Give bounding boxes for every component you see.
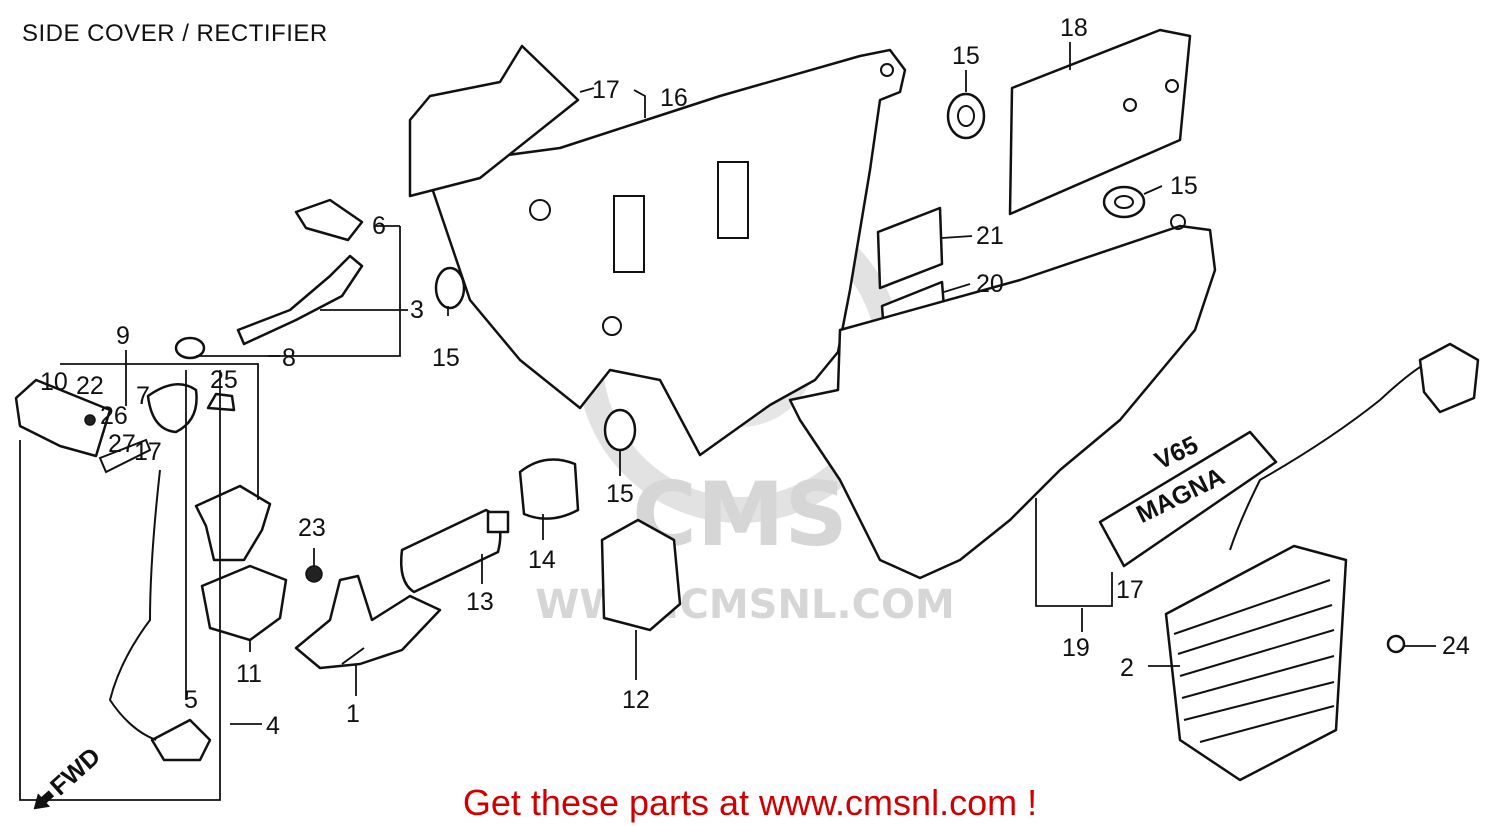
part-side-cover-right <box>788 214 1217 580</box>
fwd-arrow-icon <box>33 790 55 810</box>
callout-14: 14 <box>528 546 556 574</box>
part-grommet-2 <box>1102 185 1146 219</box>
part-rectifier <box>1164 342 1480 782</box>
callout-3: 3 <box>410 296 424 324</box>
callout-9: 9 <box>116 322 130 350</box>
part-6 <box>294 198 364 242</box>
callout-22: 22 <box>76 372 104 400</box>
diagram-title: SIDE COVER / RECTIFIER <box>22 20 328 47</box>
callout-27: 27 <box>108 430 136 458</box>
part-cap <box>518 458 580 520</box>
callout-17-b: 17 <box>1116 576 1144 604</box>
callout-24: 24 <box>1442 632 1470 660</box>
callout-16: 16 <box>660 84 688 112</box>
part-plate <box>1008 28 1192 216</box>
callout-2: 2 <box>1120 654 1134 682</box>
callout-15-a: 15 <box>952 42 980 70</box>
callout-15-b: 15 <box>1170 172 1198 200</box>
part-relay <box>600 518 682 646</box>
part-starter-relay <box>194 484 288 642</box>
callout-15-c: 15 <box>432 344 460 372</box>
part-plug-cap <box>150 718 212 762</box>
part-3 <box>236 254 364 346</box>
callout-10: 10 <box>40 368 68 396</box>
part-condenser <box>400 508 510 594</box>
part-grommet-3 <box>434 266 466 310</box>
callout-6: 6 <box>372 212 386 240</box>
callout-17-a: 17 <box>592 76 620 104</box>
part-label-21 <box>876 206 944 290</box>
part-decal-v65-magna: V65 MAGNA <box>1098 431 1278 568</box>
part-relay-holder <box>200 564 288 642</box>
part-side-cover-left <box>430 48 907 457</box>
part-nut-24 <box>1386 634 1406 654</box>
callout-1: 1 <box>346 700 360 728</box>
part-8 <box>174 336 206 360</box>
callouts: 1 2 3 4 5 6 7 8 9 10 11 12 13 14 15 15 1… <box>33 14 1470 810</box>
part-fuse <box>84 414 96 426</box>
part-nut-23 <box>305 565 323 583</box>
callout-13: 13 <box>466 588 494 616</box>
callout-25: 25 <box>210 366 238 394</box>
part-rectifier-connector <box>1418 342 1480 414</box>
callout-8: 8 <box>282 344 296 372</box>
part-grommet-4 <box>603 408 637 452</box>
part-cable <box>108 469 161 741</box>
callout-4: 4 <box>266 712 280 740</box>
callout-17-c: 17 <box>134 438 162 466</box>
callout-5: 5 <box>184 686 198 714</box>
part-decal-top <box>408 44 580 198</box>
caution-label-2 <box>717 161 749 239</box>
callout-26: 26 <box>100 402 128 430</box>
callout-20: 20 <box>976 270 1004 298</box>
leader-lines <box>19 42 1436 801</box>
callout-12: 12 <box>622 686 650 714</box>
callout-7: 7 <box>136 382 150 410</box>
callout-18: 18 <box>1060 14 1088 42</box>
callout-19: 19 <box>1062 634 1090 662</box>
part-rubber-7 <box>146 383 198 434</box>
watermark-url: WWW.CMSNL.COM <box>535 582 955 628</box>
cta-link[interactable]: Get these parts at www.cmsnl.com ! <box>462 782 1038 823</box>
callout-23: 23 <box>298 514 326 542</box>
part-cap-25 <box>206 392 236 412</box>
part-grommet-1 <box>946 92 986 140</box>
part-bracket <box>294 574 442 670</box>
part-clip <box>98 438 152 474</box>
callout-11: 11 <box>236 660 262 688</box>
part-fuse-block <box>14 378 112 458</box>
part-rectifier-wire <box>1229 359 1433 551</box>
callout-15-d: 15 <box>606 480 634 508</box>
caution-label-1 <box>613 195 645 273</box>
callout-21: 21 <box>976 222 1004 250</box>
